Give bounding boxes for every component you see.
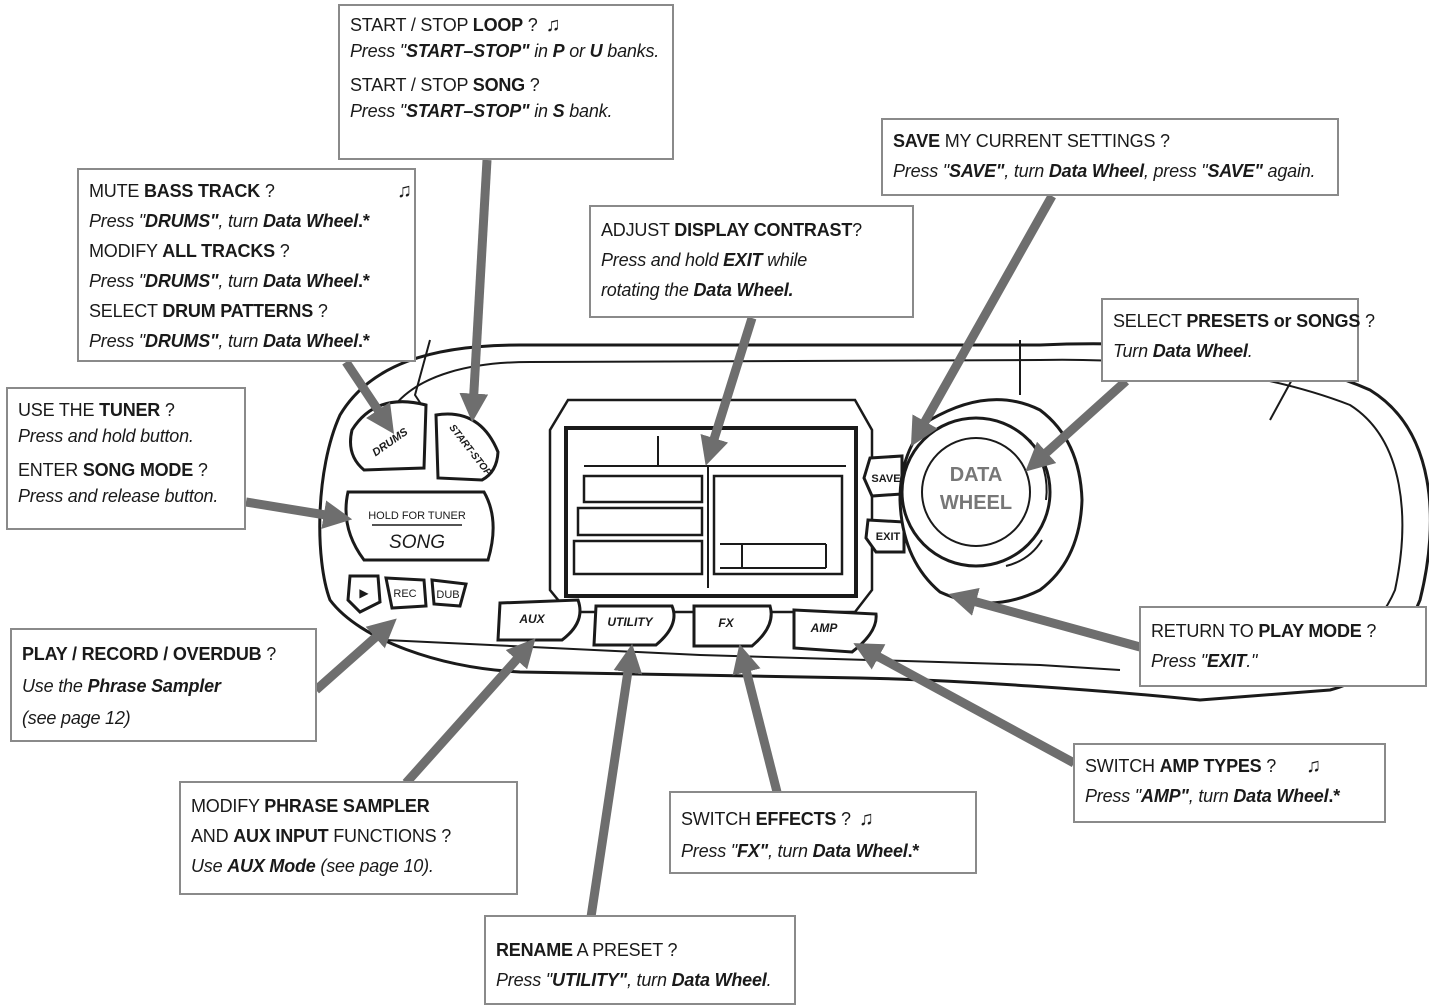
rec-button-label: REC xyxy=(393,588,416,600)
song-tuner-button[interactable]: HOLD FOR TUNER SONG xyxy=(344,490,495,562)
aux-button[interactable]: AUX xyxy=(496,598,582,642)
callout-arrows xyxy=(245,159,1142,918)
arrow-phrase xyxy=(313,618,397,694)
callout-effects: SWITCH EFFECTS ?♫ Press "FX", turn Data … xyxy=(669,791,977,874)
arrow-start-stop xyxy=(459,159,492,423)
callout-save: SAVE MY CURRENT SETTINGS ? Press "SAVE",… xyxy=(881,118,1339,196)
lcd-display xyxy=(548,398,874,614)
play-icon: ▶ xyxy=(359,586,369,600)
arrow-play-mode xyxy=(948,587,1142,652)
arrow-effects xyxy=(732,644,782,794)
arrow-presets xyxy=(1025,377,1130,472)
utility-button[interactable]: UTILITY xyxy=(592,604,676,647)
music-note-icon: ♫ xyxy=(858,808,874,830)
song-label: SONG xyxy=(389,532,445,553)
fx-button[interactable]: FX xyxy=(692,604,773,648)
dub-button-label: DUB xyxy=(436,589,459,601)
save-button[interactable]: SAVE xyxy=(862,454,904,498)
arrow-drums xyxy=(342,359,394,434)
callout-rename-preset: RENAME A PRESET ? Press "UTILITY", turn … xyxy=(484,915,796,1005)
data-wheel[interactable]: DATA WHEEL xyxy=(898,398,1084,605)
arrow-tuner xyxy=(245,497,353,529)
arrow-save xyxy=(910,193,1056,447)
data-wheel-label-top: DATA xyxy=(950,464,1003,486)
callout-amp-types: SWITCH AMP TYPES ?♫ Press "AMP", turn Da… xyxy=(1073,743,1386,823)
music-note-icon: ♫ xyxy=(1306,755,1321,777)
hold-for-tuner-label: HOLD FOR TUNER xyxy=(368,510,466,522)
dub-button[interactable]: DUB xyxy=(430,578,468,608)
play-button[interactable]: ▶ xyxy=(346,574,382,614)
drums-button[interactable]: DRUMS xyxy=(349,400,428,472)
arrow-rename xyxy=(586,643,643,918)
data-wheel-label-bottom: WHEEL xyxy=(940,492,1012,514)
callout-presets-songs: SELECT PRESETS or SONGS ? Turn Data Whee… xyxy=(1101,298,1375,382)
start-stop-button[interactable]: START-STOP xyxy=(434,412,500,482)
utility-button-label: UTILITY xyxy=(607,615,653,629)
callout-tuner-song: USE THE TUNER ? Press and hold button. E… xyxy=(6,387,246,530)
amp-button[interactable]: AMP xyxy=(792,608,878,654)
aux-button-label: AUX xyxy=(518,612,545,626)
arrow-amp xyxy=(853,643,1077,767)
save-button-label: SAVE xyxy=(871,473,900,485)
exit-button-label: EXIT xyxy=(876,531,901,543)
callout-display-contrast: ADJUST DISPLAY CONTRAST? Press and hold … xyxy=(589,205,914,318)
arrow-aux xyxy=(402,638,536,787)
fx-button-label: FX xyxy=(718,616,734,630)
arrow-contrast xyxy=(700,316,757,466)
amp-button-label: AMP xyxy=(810,621,839,635)
callout-phrase-sampler: PLAY / RECORD / OVERDUB ? Use the Phrase… xyxy=(10,628,317,742)
callout-start-stop: START / STOP LOOP ?♫ Press "START–STOP" … xyxy=(338,4,674,160)
callout-aux-mode: MODIFY PHRASE SAMPLER AND AUX INPUT FUNC… xyxy=(179,781,518,895)
callout-play-mode: RETURN TO PLAY MODE ? Press "EXIT." xyxy=(1139,606,1427,687)
exit-button[interactable]: EXIT xyxy=(864,518,906,554)
music-note-icon: ♫ xyxy=(545,14,561,36)
callout-drums: MUTE BASS TRACK ?♫ Press "DRUMS", turn D… xyxy=(77,168,416,362)
rec-button[interactable]: REC xyxy=(384,576,428,610)
music-note-icon: ♫ xyxy=(397,180,412,202)
